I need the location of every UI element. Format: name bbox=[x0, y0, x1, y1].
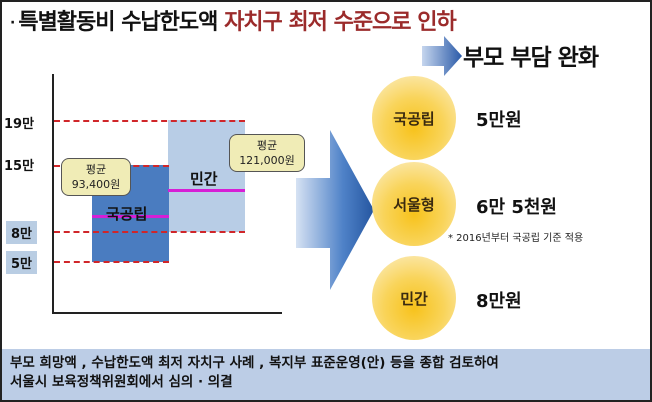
callout-value: 93,400원 bbox=[71, 178, 121, 191]
average-line-public bbox=[92, 215, 169, 218]
circle-public: 국공립 bbox=[372, 76, 456, 160]
y-tick-15: 15만 bbox=[4, 159, 35, 174]
title-prefix: 특별활동비 수납한도액 bbox=[18, 10, 225, 35]
bullet-icon: · bbox=[10, 15, 15, 31]
x-axis bbox=[52, 312, 282, 314]
callout-title: 평균 bbox=[85, 163, 107, 176]
value-seoul: 6만 5천원 bbox=[476, 197, 557, 218]
callout-value: 121,000원 bbox=[239, 154, 295, 167]
footer-line-1: 부모 희망액 , 수납한도액 최저 자치구 사례 , 복지부 표준운영(안) 등… bbox=[10, 355, 499, 371]
circle-label: 서울형 bbox=[393, 195, 435, 214]
slide-title: ·특별활동비 수납한도액 자치구 최저 수준으로 인하 bbox=[10, 4, 457, 36]
average-line-private bbox=[168, 189, 245, 192]
title-highlight: 자치구 최저 수준으로 인하 bbox=[224, 10, 457, 35]
circle-label: 민간 bbox=[400, 289, 428, 308]
y-tick-8: 8만 bbox=[6, 221, 38, 244]
circle-label: 국공립 bbox=[393, 109, 435, 128]
gridline-8 bbox=[54, 231, 245, 233]
big-right-arrow-icon bbox=[296, 130, 374, 290]
subheading: 부모 부담 완화 bbox=[463, 45, 599, 71]
callout-private-average: 평균 121,000원 bbox=[229, 134, 305, 172]
value-private: 8만원 bbox=[476, 291, 522, 312]
circle-private: 민간 bbox=[372, 256, 456, 340]
circle-seoul: 서울형 bbox=[372, 162, 456, 246]
bar-label-public: 국공립 bbox=[106, 205, 148, 223]
footer-line-2: 서울시 보육정책위원회에서 심의 · 의결 bbox=[10, 374, 233, 390]
y-axis bbox=[52, 74, 54, 314]
footer-banner: 부모 희망액 , 수납한도액 최저 자치구 사례 , 복지부 표준운영(안) 등… bbox=[2, 349, 650, 400]
bar-label-private: 민간 bbox=[190, 170, 218, 188]
value-public: 5만원 bbox=[476, 110, 522, 131]
y-tick-5: 5만 bbox=[6, 251, 38, 274]
callout-public-average: 평균 93,400원 bbox=[61, 158, 131, 196]
right-arrow-icon bbox=[422, 36, 462, 76]
callout-title: 평균 bbox=[256, 139, 278, 152]
footnote: * 2016년부터 국공립 기준 적용 bbox=[448, 233, 584, 244]
gridline-19 bbox=[54, 120, 245, 122]
y-tick-19: 19만 bbox=[4, 117, 35, 132]
gridline-5 bbox=[54, 261, 169, 263]
